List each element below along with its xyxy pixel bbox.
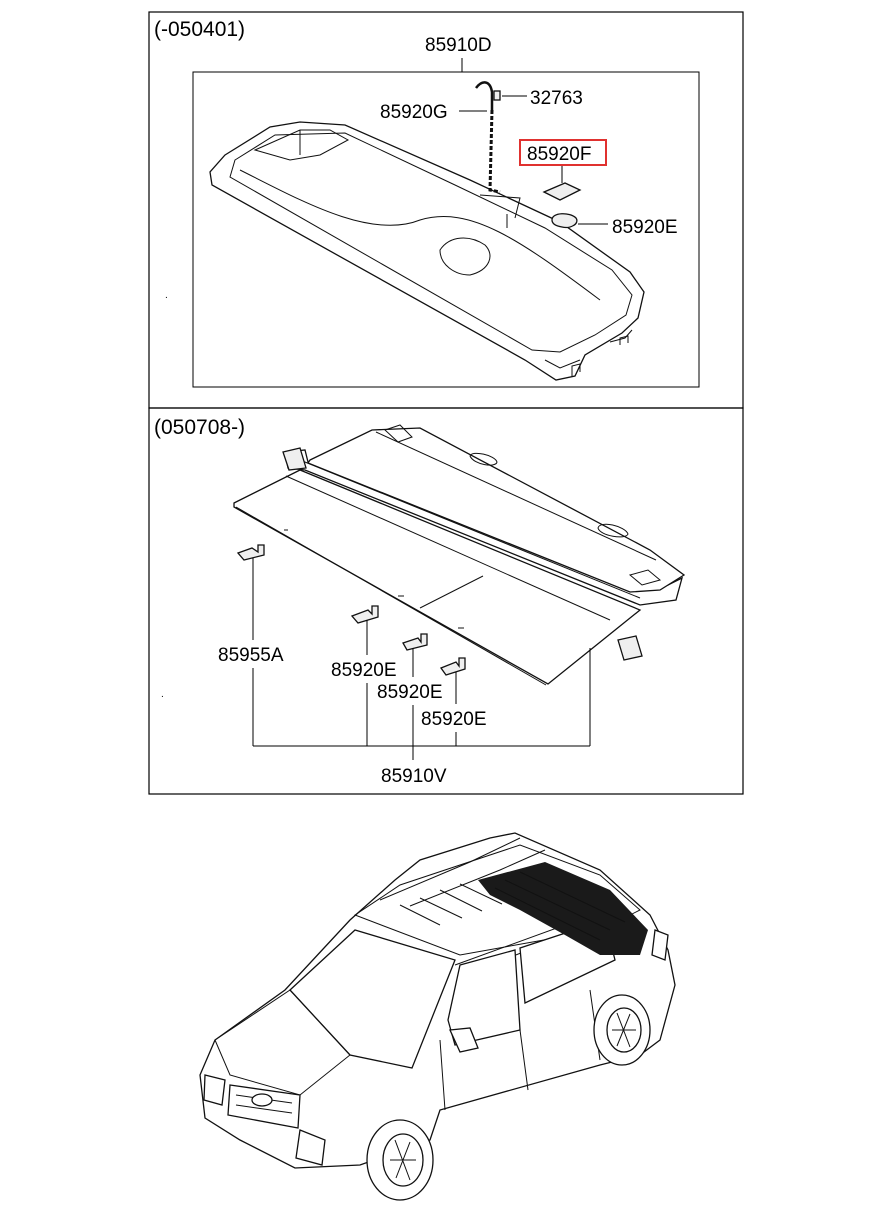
clip-85920E-b1 [350,605,379,624]
clip-85920E-b2 [402,633,428,651]
label-85920G[interactable]: 85920G [380,102,448,123]
bottom-section-range: (050708-) [154,416,245,439]
dot-mark-top: . [165,290,168,301]
label-85920F[interactable]: 85920F [527,144,591,165]
highlight-85920F [519,139,607,166]
clip-32763 [493,90,501,101]
clip-85955A [236,544,265,561]
package-tray-shelf [209,121,645,381]
cargo-area-shading [478,862,648,955]
rod-85920G [475,81,501,194]
label-85910V[interactable]: 85910V [381,766,447,787]
clip-85920E-b3 [439,657,466,676]
dot-mark-bottom: . [161,689,164,700]
label-85910D[interactable]: 85910D [425,35,492,56]
bottom-section-frame [148,407,744,795]
vehicle-location-illustration [199,832,676,1201]
label-85920E-b3[interactable]: 85920E [421,709,487,730]
bracket-85920F [542,182,582,201]
cargo-screen-assembly [233,424,686,686]
top-assembly-box [192,71,700,388]
top-section-range: (-050401) [154,18,245,41]
label-85920E-b2[interactable]: 85920E [377,682,443,703]
leader-tree-85910V [252,558,591,760]
label-85955A[interactable]: 85955A [218,645,284,666]
hook-85920E-top [551,213,578,229]
label-85920E-top[interactable]: 85920E [612,217,678,238]
label-85920E-b1[interactable]: 85920E [331,660,397,681]
label-32763[interactable]: 32763 [530,88,583,109]
